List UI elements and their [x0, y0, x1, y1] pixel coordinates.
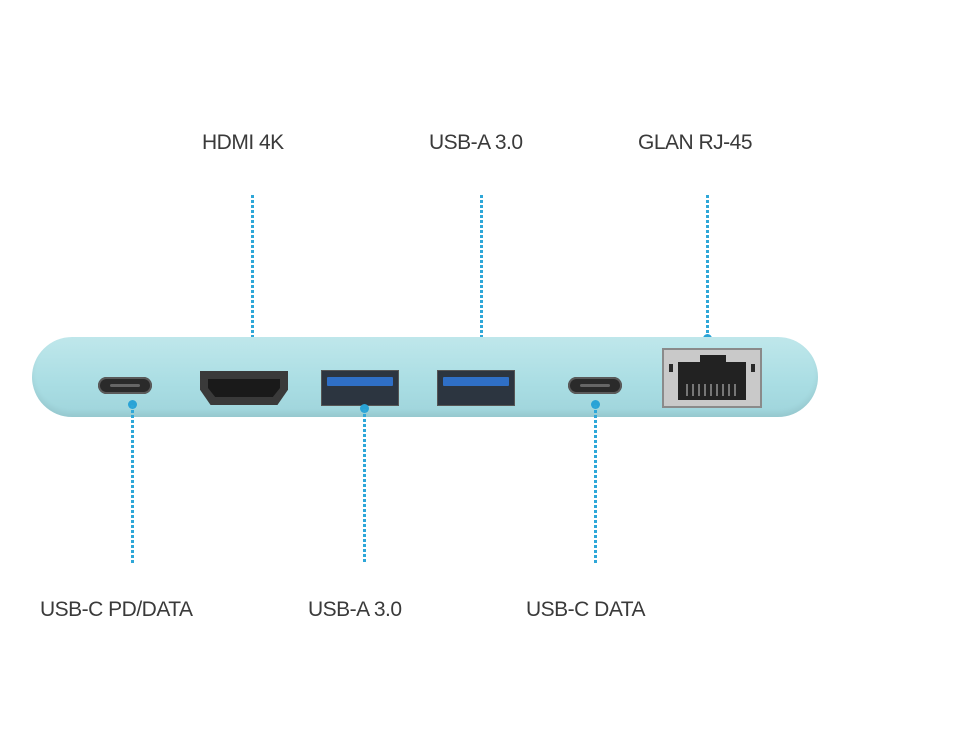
label-hdmi-4k: HDMI 4K — [202, 131, 284, 154]
leader-line-usba-bottom — [363, 409, 366, 563]
usb-a-port-2 — [437, 370, 515, 406]
leader-line-usbc-data — [594, 405, 597, 563]
leader-line-hdmi — [251, 195, 254, 351]
leader-dot-usbc-pd — [128, 400, 137, 409]
rj45-ethernet-port — [662, 348, 762, 408]
rj45-pins — [686, 384, 738, 396]
usb-a-port-1 — [321, 370, 399, 406]
hdmi-port — [200, 371, 288, 405]
rj45-led-right — [751, 364, 755, 372]
leader-line-usba-top — [480, 195, 483, 351]
leader-dot-usba-bottom — [360, 404, 369, 413]
label-glan-rj45: GLAN RJ-45 — [638, 131, 753, 154]
label-usb-a-bottom: USB-A 3.0 — [308, 598, 402, 621]
rj45-led-left — [669, 364, 673, 372]
leader-dot-usbc-data — [591, 400, 600, 409]
label-usb-a-top: USB-A 3.0 — [429, 131, 523, 154]
usb-c-pd-port — [98, 377, 152, 394]
leader-line-rj45 — [706, 195, 709, 335]
rj45-latch — [700, 355, 726, 365]
usb-c-data-port — [568, 377, 622, 394]
label-usb-c-pd-data: USB-C PD/DATA — [40, 598, 193, 621]
leader-line-usbc-pd — [131, 405, 134, 563]
label-usb-c-data: USB-C DATA — [526, 598, 646, 621]
